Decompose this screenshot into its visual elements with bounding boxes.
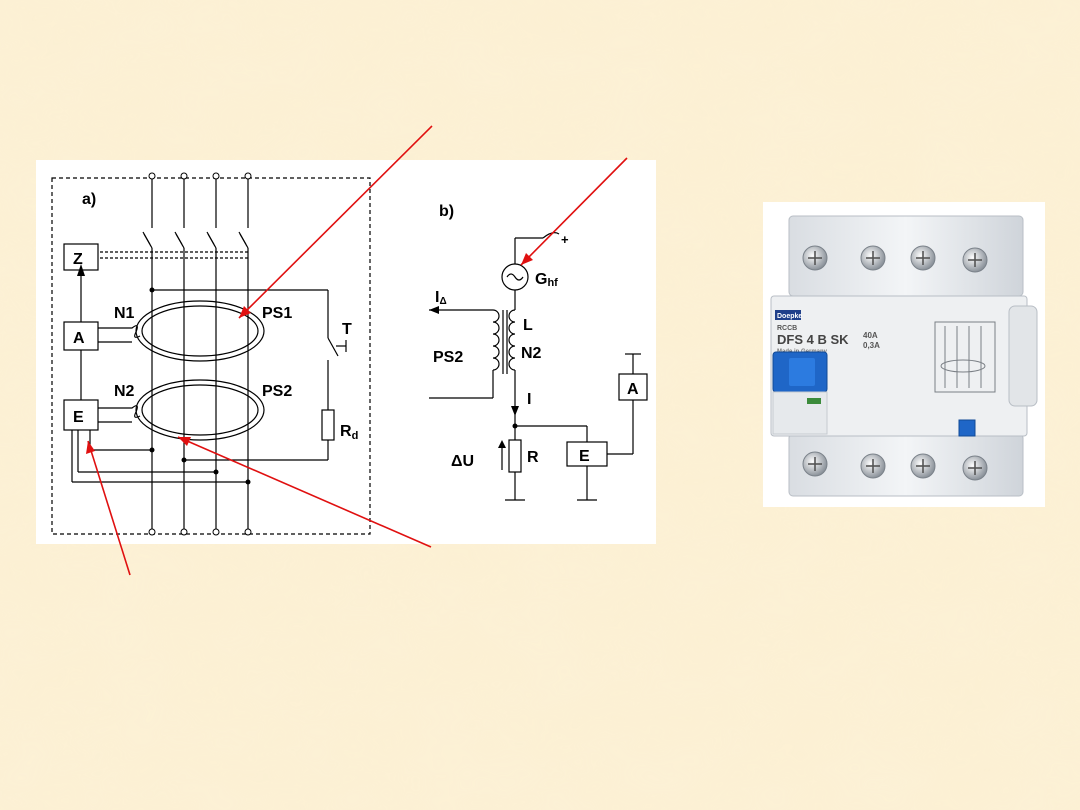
- resistor-r-label: R: [527, 449, 539, 466]
- block-e-label-b: E: [579, 448, 590, 465]
- coil-n1-label: N1: [114, 305, 135, 322]
- terminal-screws-bottom: [802, 451, 988, 481]
- rcd-device-photo: Doepke RCCB DFS 4 B SK Made in Germany 4…: [763, 202, 1045, 507]
- device-type: RCCB: [777, 325, 797, 332]
- terminal-screws-top: [802, 245, 988, 273]
- diagram-b-panel: b) + Ghf IΔ L N2 PS2 I A ΔU R E: [381, 160, 656, 544]
- diagram-a-title: a): [82, 191, 96, 208]
- device-rating-residual: 0,3A: [863, 341, 880, 350]
- block-a-label: A: [73, 330, 85, 347]
- device-rating-current: 40A: [863, 331, 878, 340]
- device-model: DFS 4 B SK: [777, 332, 849, 347]
- coil-n2-label: N2: [114, 383, 135, 400]
- core-ps1-label: PS1: [262, 305, 292, 322]
- generator-ghf-label: Ghf: [535, 271, 558, 289]
- core-ps2-label-b: PS2: [433, 349, 463, 366]
- diagram-b-title: b): [439, 203, 454, 220]
- rcd-device-illustration: Doepke RCCB DFS 4 B SK Made in Germany 4…: [770, 215, 1038, 497]
- block-z-label: Z: [73, 251, 83, 268]
- diagram-a-panel: a) Z A E N1 N2 PS1 PS2 T Rd: [36, 160, 381, 544]
- core-ps2-label: PS2: [262, 383, 292, 400]
- resistor-rd-label: Rd: [340, 423, 358, 442]
- current-i-label: I: [527, 391, 531, 408]
- device-brand: Doepke: [777, 313, 802, 320]
- block-a-label-b: A: [627, 381, 639, 398]
- diagram-b-schematic: b) + Ghf IΔ L N2 PS2 I A ΔU R E: [429, 203, 648, 501]
- coil-n2-label-b: N2: [521, 345, 542, 362]
- test-button-label: T: [342, 321, 352, 338]
- voltage-du-label: ΔU: [451, 453, 474, 470]
- current-idelta-label: IΔ: [435, 289, 447, 307]
- inductor-l-label: L: [523, 317, 533, 334]
- block-e-label: E: [73, 409, 84, 426]
- device-test-button: [958, 419, 976, 437]
- plus-sign: +: [561, 232, 569, 247]
- diagram-a-schematic: a) Z A E N1 N2 PS1 PS2 T Rd: [51, 172, 371, 536]
